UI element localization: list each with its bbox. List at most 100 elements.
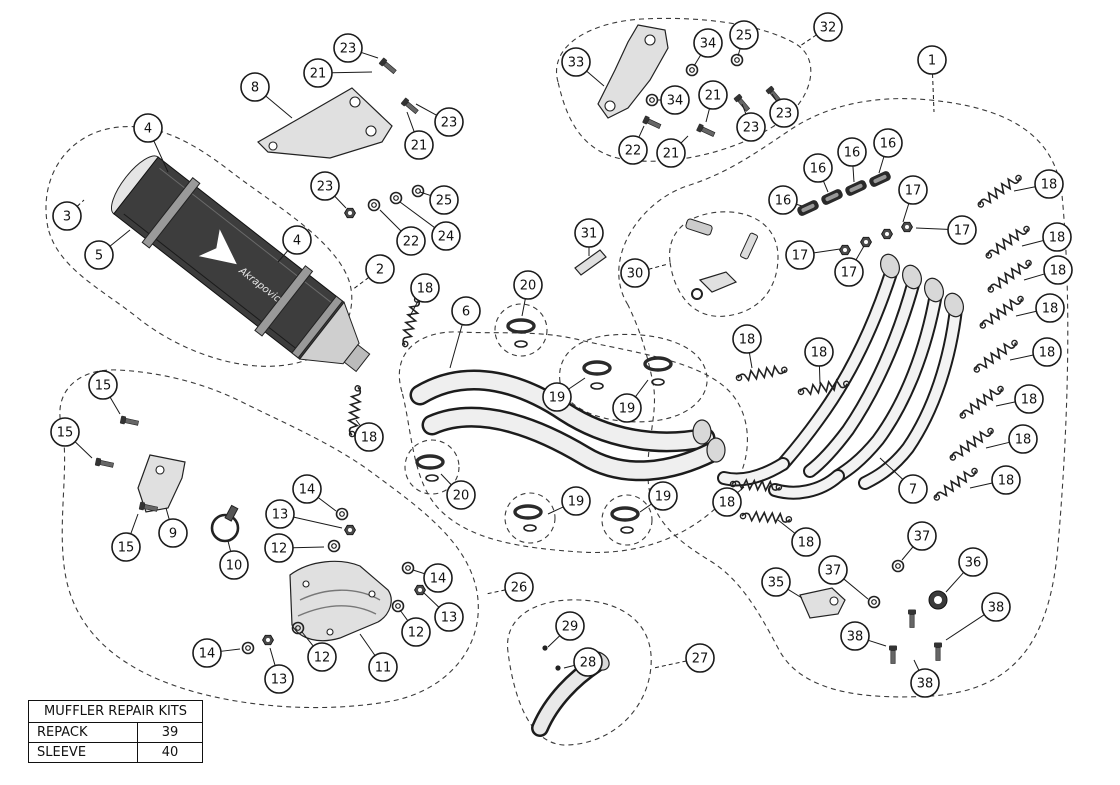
callout-23: 23 xyxy=(769,98,799,128)
callout-6: 6 xyxy=(451,296,481,326)
leader-line-13 xyxy=(293,516,343,529)
leader-line-25 xyxy=(419,191,431,197)
svg-text:20: 20 xyxy=(520,279,537,294)
svg-text:4: 4 xyxy=(144,122,152,137)
callout-28: 28 xyxy=(573,647,603,677)
callout-23: 23 xyxy=(434,107,464,137)
callout-18: 18 xyxy=(1043,255,1073,285)
leader-line-18 xyxy=(985,441,1010,449)
callout-38: 38 xyxy=(840,621,870,651)
repair-kits-table: MUFFLER REPAIR KITS REPACK 39 SLEEVE 40 xyxy=(28,700,203,763)
svg-text:18: 18 xyxy=(811,346,828,361)
callout-layer: 1234456789101112121213131314141415151516… xyxy=(50,12,1073,698)
svg-text:3: 3 xyxy=(63,210,71,225)
leader-line-4 xyxy=(153,140,169,173)
callout-12: 12 xyxy=(264,533,294,563)
leader-line-21 xyxy=(705,108,710,123)
callout-18: 18 xyxy=(410,273,440,303)
svg-text:38: 38 xyxy=(988,601,1005,616)
callout-32: 32 xyxy=(813,12,843,42)
svg-text:18: 18 xyxy=(1021,393,1038,408)
gasket-circle-outline xyxy=(601,494,653,546)
svg-text:14: 14 xyxy=(199,647,216,662)
leader-line-38 xyxy=(913,659,920,671)
callout-8: 8 xyxy=(240,72,270,102)
leader-line-25 xyxy=(737,48,741,57)
svg-text:19: 19 xyxy=(619,402,636,417)
repair-kits-title: MUFFLER REPAIR KITS xyxy=(28,700,203,723)
top-bracket-group-outline xyxy=(556,17,812,162)
leader-line-21 xyxy=(331,71,373,74)
svg-text:11: 11 xyxy=(375,661,392,676)
leader-line-14 xyxy=(412,569,425,575)
svg-text:14: 14 xyxy=(299,483,316,498)
callout-21: 21 xyxy=(656,138,686,168)
callout-31: 31 xyxy=(574,218,604,248)
svg-text:18: 18 xyxy=(417,282,434,297)
callout-18: 18 xyxy=(732,324,762,354)
leader-line-23 xyxy=(361,51,379,59)
svg-text:21: 21 xyxy=(411,139,428,154)
svg-text:12: 12 xyxy=(271,542,288,557)
svg-text:22: 22 xyxy=(403,235,420,250)
heatshield-group-outline xyxy=(59,369,479,709)
callout-3: 3 xyxy=(52,201,82,231)
callout-19: 19 xyxy=(542,382,572,412)
svg-text:23: 23 xyxy=(441,116,458,131)
callout-17: 17 xyxy=(898,175,928,205)
rivet xyxy=(555,665,561,671)
leader-line-19 xyxy=(547,506,564,515)
callout-1: 1 xyxy=(917,45,947,75)
leader-line-18 xyxy=(1023,273,1045,281)
leader-line-16 xyxy=(878,156,885,174)
svg-text:15: 15 xyxy=(57,426,74,441)
leader-line-27 xyxy=(653,660,687,669)
header-pipes xyxy=(717,253,965,500)
svg-text:8: 8 xyxy=(251,81,259,96)
leader-line-34 xyxy=(693,54,702,67)
muffler-strap xyxy=(254,265,314,337)
leader-line-20 xyxy=(440,473,452,486)
callout-18: 18 xyxy=(1042,222,1072,252)
leader-line-17 xyxy=(855,245,865,261)
kit-name: SLEEVE xyxy=(28,742,138,763)
leader-line-24 xyxy=(399,201,436,229)
svg-text:37: 37 xyxy=(825,564,842,579)
fasteners xyxy=(94,53,948,664)
callout-13: 13 xyxy=(265,499,295,529)
clamps-and-nuts xyxy=(795,169,913,256)
callout-18: 18 xyxy=(791,527,821,557)
svg-text:14: 14 xyxy=(430,572,447,587)
callout-4: 4 xyxy=(133,113,163,143)
sensor-group-outline xyxy=(669,211,779,317)
leader-line-30 xyxy=(648,263,669,270)
callout-14: 14 xyxy=(423,563,453,593)
leader-line-23 xyxy=(771,93,777,102)
pipe-clamp xyxy=(210,513,240,543)
svg-text:17: 17 xyxy=(841,266,858,281)
collector-group-outline xyxy=(398,331,748,554)
muffler: Akrapovic xyxy=(111,155,371,373)
svg-text:18: 18 xyxy=(1039,346,1056,361)
svg-text:13: 13 xyxy=(441,611,458,626)
callout-16: 16 xyxy=(873,128,903,158)
svg-text:26: 26 xyxy=(511,581,528,596)
svg-text:5: 5 xyxy=(95,249,103,264)
svg-text:34: 34 xyxy=(700,37,717,52)
muffler-strap xyxy=(141,177,201,249)
leader-line-12 xyxy=(399,609,409,621)
callout-38: 38 xyxy=(910,668,940,698)
callout-34: 34 xyxy=(660,85,690,115)
svg-text:21: 21 xyxy=(310,67,327,82)
leader-line-17 xyxy=(915,227,949,230)
muffler-outlet xyxy=(343,344,371,373)
svg-text:17: 17 xyxy=(792,249,809,264)
leader-line-17 xyxy=(813,248,841,254)
svg-text:34: 34 xyxy=(667,94,684,109)
leader-lines xyxy=(74,34,1045,671)
leader-line-17 xyxy=(902,203,910,223)
callout-18: 18 xyxy=(1034,169,1064,199)
svg-text:1: 1 xyxy=(928,54,936,69)
